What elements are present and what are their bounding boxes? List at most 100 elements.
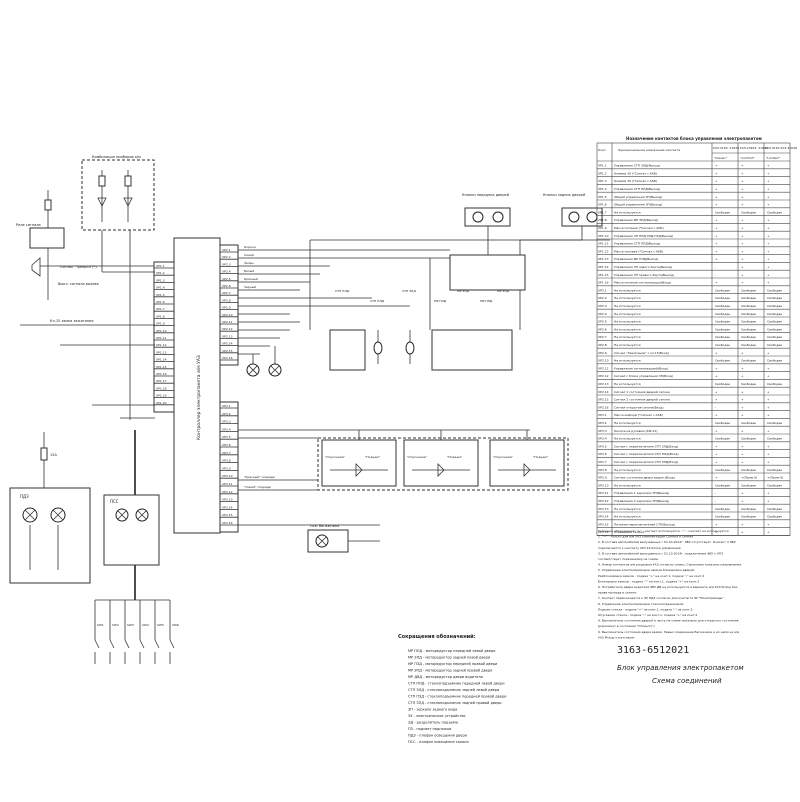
table-cell-function: Клемма 30 (*Сигнал с АКБ) xyxy=(614,171,657,175)
table-cell-value: + xyxy=(767,234,770,238)
motor-label: МР ЗЛД xyxy=(497,289,510,293)
signal-label: Сигнал "Тревога"(*) xyxy=(60,265,97,269)
table-cell-function: Общий управления ЗП(Выход) xyxy=(614,203,662,207)
connector-pin-label: XP3.3 xyxy=(222,420,231,424)
motor: СТП ЗЛД xyxy=(402,289,416,364)
legend-item: МР ЗЛД - моторедуктор задней левой двери xyxy=(408,656,490,660)
door-switch: SW2 xyxy=(109,600,119,664)
table-cell-value: + xyxy=(767,522,770,526)
front-doors-label: Кнопки передних дверей xyxy=(462,193,509,197)
wire-label: Белый xyxy=(244,269,254,273)
table-cell-value: + xyxy=(741,374,744,378)
table-cell-contact: XP2.4 xyxy=(598,312,607,316)
fuse-label: 15А xyxy=(50,453,57,457)
table-cell-value: + xyxy=(741,390,744,394)
table-cell-value: + xyxy=(767,179,770,183)
connector-pin-label: XP3.9 xyxy=(222,466,231,470)
note-line: Разблокировка замков - подача "+" на кон… xyxy=(598,574,704,578)
table-cell-function: Не используется xyxy=(614,210,641,214)
connector-pin-label: XP1.12 xyxy=(156,343,167,347)
table-cell-value: Свободен xyxy=(741,304,756,308)
table-cell-value: Свободен xyxy=(767,421,782,425)
table-cell-contact: XP1.15 xyxy=(598,273,609,277)
connector-pin-label: XP2.10 xyxy=(222,313,233,317)
controller-block: Контроллер электропакета а/м УАЗ xyxy=(173,237,221,534)
note-line: 8. Управление электроприводом стеклоподъ… xyxy=(598,602,684,606)
note-line: 3. В составе автомобилей выпущенных с 01… xyxy=(598,551,723,555)
connector-pin-label: XP1.7 xyxy=(156,307,165,311)
table-cell-value: + xyxy=(715,374,718,378)
table-cell-contact: XP3.7 xyxy=(598,460,607,464)
table-cell-value: + xyxy=(715,522,718,526)
table-cell-value: + xyxy=(767,366,770,370)
table-cell-value: Свободен xyxy=(741,343,756,347)
table-cell-value: + xyxy=(741,413,744,417)
connector-pin-label: XP1.17 xyxy=(156,379,167,383)
connector-pin-label: XP1.10 xyxy=(156,329,167,333)
note-line: 5. Управление электроприводом замков бло… xyxy=(598,568,695,572)
table-cell-function: Управление 2 зеркалом ЗП(Выход) xyxy=(614,499,669,503)
connector-pin-label: XP2.12 xyxy=(222,327,233,331)
table-cell-contact: XP3.9 xyxy=(598,476,607,480)
table-cell-value: + xyxy=(741,234,744,238)
table-cell-value: - xyxy=(715,405,716,409)
table-cell-value: Свободен xyxy=(741,421,756,425)
table-cell-value: Свободен xyxy=(767,304,782,308)
table-cell-contact: XP3.15 xyxy=(598,522,609,526)
connector-pin-label: XP3.5 xyxy=(222,435,231,439)
legend-item: ПЗ - подсвет подножки xyxy=(408,727,451,731)
table-cell-contact: XP2.15 xyxy=(598,398,609,402)
table-cell-value: + xyxy=(741,398,744,402)
table-cell-value: +(Прим.9) xyxy=(741,476,757,480)
switch-label-down: "Опускание" xyxy=(407,455,428,459)
table-cell-value: + xyxy=(767,452,770,456)
switch-code: SW6 xyxy=(172,623,179,627)
table-cell-function: Не используется xyxy=(614,335,641,339)
table-cell-contact: XP3.11 xyxy=(598,491,609,495)
table-cell-function: Управление СТП ПЛД(Выход) xyxy=(614,187,660,191)
connector-pin-label: XP3.6 xyxy=(222,443,231,447)
table-cell-value: + xyxy=(715,460,718,464)
table-cell-value: + xyxy=(767,203,770,207)
table-cell-value: + xyxy=(741,242,744,246)
table-cell-value: Свободен xyxy=(741,359,756,363)
connector-pin-label: XP3.4 xyxy=(222,427,231,431)
switch-code: SW1 xyxy=(97,623,104,627)
connector-pin-label: XP2.4 xyxy=(222,270,231,274)
table-cell-contact: XP2.1 xyxy=(598,288,607,292)
table-cell-value: + xyxy=(741,452,744,456)
table-cell-function: Освещение салона xyxy=(614,530,644,534)
connector-pin-label: XP1.4 xyxy=(156,286,165,290)
connector-pin-label: XP3.16 xyxy=(222,521,233,525)
door-button-connector xyxy=(449,226,583,291)
connector-pin-label: XP1.15 xyxy=(156,365,167,369)
motor-label: МР ПЛД xyxy=(434,299,447,303)
table-cell-contact: XP2.10 xyxy=(598,359,609,363)
table-subheader: "Comfort" xyxy=(740,156,756,160)
table-cell-value: + xyxy=(767,226,770,230)
table-cell-contact: XP1.12 xyxy=(598,249,609,253)
table-cell-contact: XP2.14 xyxy=(598,390,609,394)
table-cell-value: + xyxy=(741,351,744,355)
table-cell-function: Общий управления ЗП(Выход) xyxy=(614,195,662,199)
stamp-code: 3163-6512021 xyxy=(617,645,689,656)
table-cell-value: Свободен xyxy=(767,296,782,300)
connector-pin-label: XP3.15 xyxy=(222,513,233,517)
rear-doors-label: Кнопки задних дверей xyxy=(543,193,585,197)
connector-pin-label: XP1.2 xyxy=(156,271,165,275)
table-cell-value: Свободен xyxy=(767,483,782,487)
table-cell-function: Масса силовая (*Сигнал с АКБ) xyxy=(614,249,663,253)
table-cell-value: + xyxy=(767,499,770,503)
table-cell-function: Не используется xyxy=(614,304,641,308)
table-cell-value: + xyxy=(741,179,744,183)
legend-item: ПСС - плафон освещения салона xyxy=(408,740,469,744)
table-cell-contact: XP3.10 xyxy=(598,483,609,487)
table-cell-value: + xyxy=(741,171,744,175)
trunk-lamp-label: Осв. багажника xyxy=(310,524,339,528)
table-cell-value: Свободен xyxy=(741,382,756,386)
table-cell-value: Свободен xyxy=(715,312,730,316)
rear-door-buttons: Кнопки задних дверей xyxy=(543,193,603,227)
table-cell-value: + xyxy=(767,265,770,269)
note-line: (разомкнут в состоянии "Открыто") xyxy=(598,624,655,628)
table-cell-value: + xyxy=(715,171,718,175)
